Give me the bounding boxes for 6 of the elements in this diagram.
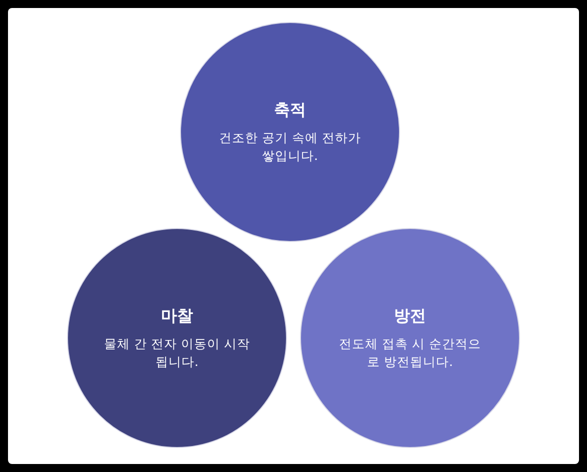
circle-description: 전도체 접촉 시 순간적으로 방전됩니다. xyxy=(338,334,482,370)
circle-description: 물체 간 전자 이동이 시작됩니다. xyxy=(103,334,251,370)
circle-description: 건조한 공기 속에 전하가 쌓입니다. xyxy=(218,128,362,164)
circle-heading: 마찰 xyxy=(161,306,193,326)
circle-heading: 방전 xyxy=(394,306,426,326)
circle-heading: 축적 xyxy=(274,100,306,120)
